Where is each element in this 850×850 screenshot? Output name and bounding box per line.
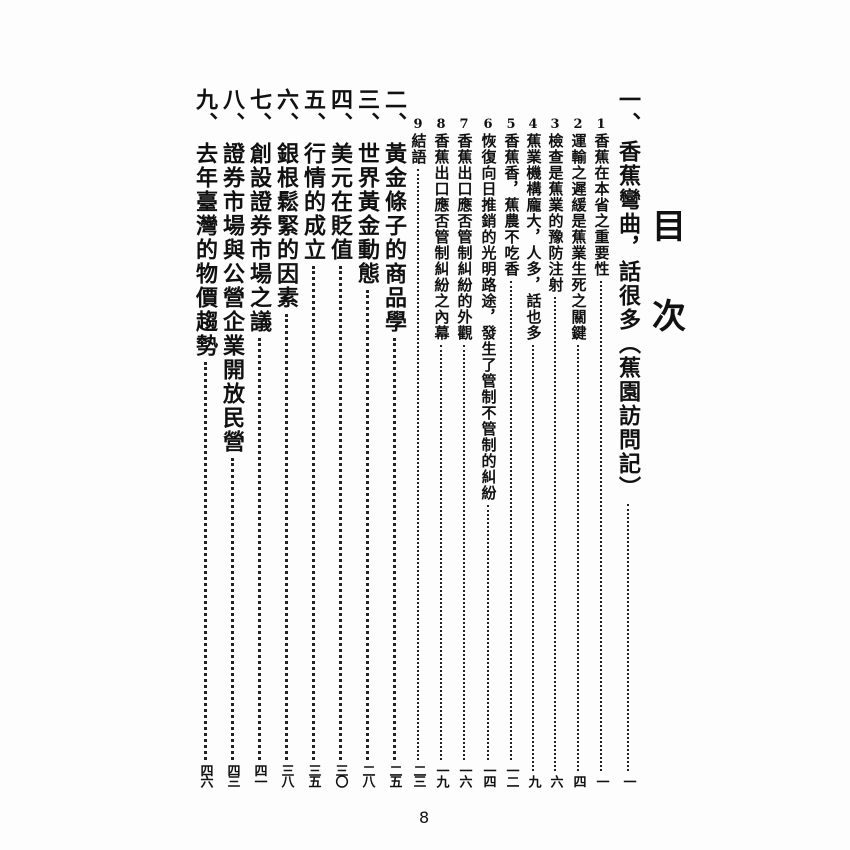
- chapter-title: 美元在貶值: [327, 142, 353, 262]
- dot-leader: [257, 338, 261, 760]
- toc-chapter-6: 六、 銀根鬆緊的因素 三八: [273, 88, 299, 786]
- dot-leader: [600, 281, 602, 771]
- section-title: 香蕉出口應否管制糾紛之內幕: [432, 133, 451, 341]
- dot-leader: [510, 281, 512, 760]
- dot-leader: [230, 458, 234, 760]
- toc-section-1: 1 香蕉在本省之重要性 一: [592, 117, 611, 786]
- section-number: 6: [483, 117, 493, 132]
- section-title: 香蕉在本省之重要性: [592, 133, 611, 277]
- section-title: 蕉業機構龐大，人多，話也多: [524, 133, 543, 341]
- chapter-title: 創設證券市場之議: [246, 142, 272, 334]
- chapter-numeral: 三、: [354, 88, 380, 136]
- dot-leader: [440, 345, 442, 760]
- toc-chapter-8: 八、 證券市場與公營企業開放民營 四三: [219, 88, 245, 786]
- page-number: 九: [525, 775, 541, 786]
- dot-leader: [365, 290, 369, 760]
- page-number: 二三: [410, 764, 426, 786]
- toc-chapter-1: 一、 香蕉彎曲，話很多（蕉園訪問記） 一: [615, 88, 641, 786]
- toc-chapter-7: 七、 創設證券市場之議 四一: [246, 88, 272, 786]
- toc-section-8: 8 香蕉出口應否管制糾紛之內幕 一九: [432, 117, 451, 786]
- chapter-title: 行情的成立: [300, 142, 326, 262]
- toc-chapter-9: 九、 去年臺灣的物價趨勢 四六: [192, 88, 218, 786]
- page-number: 一二: [503, 764, 519, 786]
- page-number: 一四: [480, 764, 496, 786]
- section-title: 香蕉香，蕉農不吃香: [502, 133, 521, 277]
- section-title: 恢復向日推銷的光明路途，發生了管制不管制的糾紛: [479, 133, 498, 501]
- section-title: 結語: [409, 133, 428, 165]
- chapter-title: 香蕉彎曲，話很多（蕉園訪問記）: [615, 140, 641, 500]
- section-number: 7: [459, 117, 469, 132]
- dot-leader: [417, 169, 419, 760]
- footer-page-number: 8: [419, 808, 430, 827]
- section-number: 8: [436, 117, 446, 132]
- page-number: 二五: [386, 764, 402, 786]
- page-number: 一六: [456, 764, 472, 786]
- page-number: 二八: [359, 764, 375, 786]
- page-number: 一: [593, 775, 609, 786]
- toc-heading-ci: 次: [652, 297, 686, 337]
- dot-leader: [338, 266, 342, 760]
- toc-section-2: 2 運輸之遲緩是蕉業生死之關鍵 四: [569, 117, 588, 786]
- toc-section-6: 6 恢復向日推銷的光明路途，發生了管制不管制的糾紛 一四: [479, 117, 498, 786]
- page-number: 三〇: [332, 764, 348, 786]
- dot-leader: [487, 505, 489, 760]
- toc-section-3: 3 檢查是蕉業的豫防注射 六: [546, 117, 565, 786]
- section-number: 3: [550, 117, 560, 132]
- chapter-numeral: 一、: [615, 88, 641, 136]
- chapter-title: 去年臺灣的物價趨勢: [192, 142, 218, 358]
- page-number: 六: [547, 775, 563, 786]
- chapter-title: 黃金條子的商品學: [381, 142, 407, 334]
- section-number: 5: [506, 117, 516, 132]
- section-number: 4: [528, 117, 538, 132]
- chapter-title: 銀根鬆緊的因素: [273, 142, 299, 310]
- chapter-numeral: 七、: [246, 88, 272, 136]
- dot-leader: [554, 297, 556, 771]
- toc-chapter-3: 三、 世界黃金動態 二八: [354, 88, 380, 786]
- toc-section-4: 4 蕉業機構龐大，人多，話也多 九: [524, 117, 543, 786]
- toc-section-5: 5 香蕉香，蕉農不吃香 一二: [502, 117, 521, 786]
- page-number: 一九: [433, 764, 449, 786]
- dot-leader: [577, 345, 579, 771]
- page-number: 四: [570, 775, 586, 786]
- chapter-numeral: 五、: [300, 88, 326, 136]
- section-title: 香蕉出口應否管制糾紛的外觀: [455, 133, 474, 341]
- toc-chapter-2: 二、 黃金條子的商品學 二五: [381, 88, 407, 786]
- chapter-title: 世界黃金動態: [354, 142, 380, 286]
- page-number: 一: [620, 775, 636, 786]
- page-number: 四一: [251, 764, 267, 786]
- section-title: 運輸之遲緩是蕉業生死之關鍵: [569, 133, 588, 341]
- chapter-title: 證券市場與公營企業開放民營: [219, 142, 245, 454]
- section-title: 檢查是蕉業的豫防注射: [546, 133, 565, 293]
- dot-leader: [284, 314, 288, 760]
- chapter-numeral: 六、: [273, 88, 299, 136]
- chapter-numeral: 二、: [381, 88, 407, 136]
- toc-heading-mu: 目: [652, 207, 686, 247]
- dot-leader: [532, 345, 534, 771]
- dot-leader: [311, 266, 315, 760]
- toc-chapter-5: 五、 行情的成立 三五: [300, 88, 326, 786]
- dot-leader: [203, 362, 207, 760]
- page-number: 三五: [305, 764, 321, 786]
- toc-section-7: 7 香蕉出口應否管制糾紛的外觀 一六: [455, 117, 474, 786]
- page-number: 三八: [278, 764, 294, 786]
- section-number: 1: [596, 117, 606, 132]
- chapter-numeral: 九、: [192, 88, 218, 136]
- toc-section-9: 9 結語 二三: [409, 117, 428, 786]
- toc-chapter-4: 四、 美元在貶值 三〇: [327, 88, 353, 786]
- chapter-numeral: 八、: [219, 88, 245, 136]
- page-number: 四三: [224, 764, 240, 786]
- dot-leader: [392, 338, 396, 760]
- section-number: 2: [573, 117, 583, 132]
- dot-leader: [463, 345, 465, 760]
- page-number: 四六: [197, 764, 213, 786]
- chapter-numeral: 四、: [327, 88, 353, 136]
- dot-leader: [627, 504, 629, 771]
- section-number: 9: [413, 117, 423, 132]
